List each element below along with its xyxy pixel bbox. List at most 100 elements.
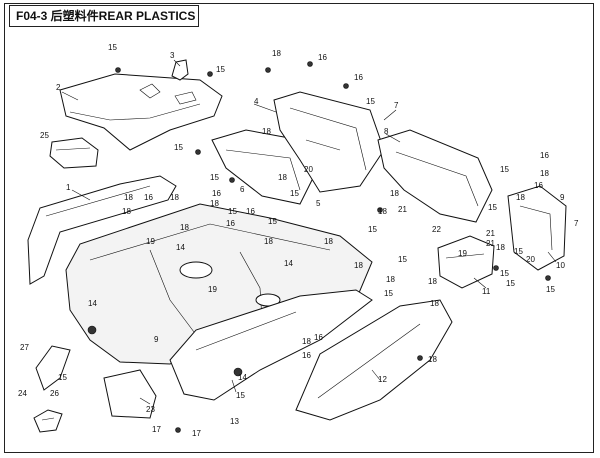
callout-18g: 18 [390,189,399,198]
part-13-lower-fender [169,289,373,401]
callout-5: 5 [316,199,321,208]
callout-15c: 15 [366,97,375,106]
callout-18p: 18 [354,261,363,270]
callout-2: 2 [56,83,61,92]
callout-17a: 17 [152,425,161,434]
callout-15s: 15 [488,203,497,212]
diagram-frame [4,3,594,453]
part-5-center-cover [211,129,319,205]
part-2-rear-top-panel [59,73,223,151]
callout-19a: 19 [146,237,155,246]
callout-16j: 16 [226,219,235,228]
callout-15j: 15 [368,225,377,234]
callout-15k: 15 [398,255,407,264]
callout-15i: 15 [268,217,277,226]
callout-15e: 15 [500,165,509,174]
callout-14a: 14 [176,243,185,252]
callout-18r: 18 [428,277,437,286]
part-23-lower-flap [103,369,157,419]
callout-17b: 17 [192,429,201,438]
callout-15n: 15 [546,285,555,294]
callout-4: 4 [254,97,259,106]
callout-18d: 18 [278,173,287,182]
callout-15d: 15 [174,143,183,152]
callout-16f: 16 [246,207,255,216]
callout-13: 13 [230,417,239,426]
leader-lines [61,59,557,405]
callout-26: 26 [50,389,59,398]
callout-18o: 18 [496,243,505,252]
callout-18u: 18 [428,355,437,364]
callout-18c: 18 [540,169,549,178]
callout-15q: 15 [236,391,245,400]
callout-1: 1 [66,183,71,192]
callout-14d: 14 [238,373,247,382]
callout-25: 25 [40,131,49,140]
callout-18t: 18 [302,337,311,346]
callout-18a: 18 [272,49,281,58]
callout-9a: 9 [560,193,565,202]
part-4-upper-fender-support [273,91,385,193]
callout-18k: 18 [378,207,387,216]
part-24-mud-flap [35,345,71,391]
callout-16g: 16 [314,333,323,342]
callout-11: 11 [482,287,491,296]
callout-16d: 16 [212,189,221,198]
callout-16c: 16 [540,151,549,160]
callout-27: 27 [20,343,29,352]
callout-14b: 14 [284,259,293,268]
callout-18b: 18 [262,127,271,136]
callout-21b: 21 [486,239,495,248]
callout-18j: 18 [210,199,219,208]
callout-19c: 19 [208,285,217,294]
callout-18i: 18 [122,207,131,216]
callout-18e: 18 [124,193,133,202]
callout-24: 24 [18,389,27,398]
callout-20b: 20 [526,255,535,264]
part-1-left-side-cover [27,175,177,285]
callout-6: 6 [240,185,245,194]
callout-15o: 15 [384,289,393,298]
part-8-right-upper-panel [377,129,493,223]
callout-9: 9 [154,335,159,344]
callout-14c: 14 [88,299,97,308]
callout-16a: 16 [318,53,327,62]
callout-12: 12 [378,375,387,384]
callout-23: 23 [146,405,155,414]
callout-18h: 18 [516,193,525,202]
callout-15r: 15 [514,247,523,256]
callout-19b: 19 [458,249,467,258]
callout-16i: 16 [534,181,543,190]
callout-20a: 20 [304,165,313,174]
callout-7: 7 [394,101,399,110]
callout-16h: 16 [302,351,311,360]
callout-10: 10 [556,261,565,270]
callout-22: 22 [432,225,441,234]
callout-15l: 15 [500,269,509,278]
callout-18l: 18 [180,223,189,232]
part-12-right-side-cover [295,299,453,421]
callout-15f: 15 [210,173,219,182]
part-25-bracket [49,137,99,169]
callout-7b: 7 [574,219,579,228]
callout-16e: 16 [144,193,153,202]
callout-3: 3 [170,51,175,60]
callout-18s: 18 [430,299,439,308]
page-title: F04-3 后塑料件REAR PLASTICS [9,5,199,27]
part-11-bracket [437,235,495,289]
arrow-tag [33,409,63,433]
callout-18q: 18 [386,275,395,284]
callout-18f: 18 [170,193,179,202]
callout-18n: 18 [324,237,333,246]
callout-15b: 15 [216,65,225,74]
callout-15a: 15 [108,43,117,52]
callout-15h: 15 [228,207,237,216]
callout-15g: 15 [290,189,299,198]
fasteners [115,61,551,433]
part-10-rear-right-cover [507,185,567,271]
callout-21a: 21 [398,205,407,214]
part-9-main-rear-fender [65,203,373,365]
callout-15m: 15 [506,279,515,288]
part-3-stay [171,59,189,81]
